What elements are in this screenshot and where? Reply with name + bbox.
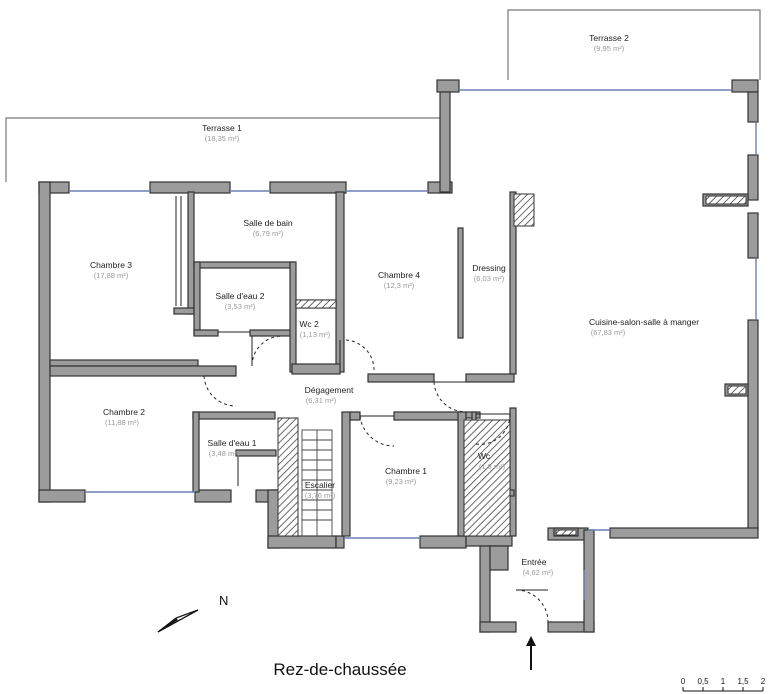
room-area-chambre-3: (17,88 m²) — [94, 271, 129, 280]
room-area-salle-d-eau-2: (3,53 m²) — [225, 302, 256, 311]
room-name-salle-de-bain: Salle de bain — [243, 218, 292, 228]
scale-bar: 0 0,5 1 1,5 2 — [681, 677, 766, 692]
room-area-cuisine-salon: (67,83 m²) — [591, 328, 626, 337]
room-name-salle-d-eau-2: Salle d'eau 2 — [216, 291, 265, 301]
room-labels: Terrasse 2 (9,95 m²) Terrasse 1 (18,35 m… — [90, 33, 699, 577]
room-name-salle-d-eau-1: Salle d'eau 1 — [208, 438, 257, 448]
room-name-entree: Entrée — [521, 557, 546, 567]
room-name-chambre-2: Chambre 2 — [103, 407, 145, 417]
scale-tick-1: 1 — [721, 677, 726, 686]
terrace-outlines — [5, 9, 761, 182]
room-name-chambre-1: Chambre 1 — [385, 466, 427, 476]
room-area-salle-de-bain: (6,79 m²) — [253, 229, 284, 238]
doors — [203, 335, 549, 623]
room-name-wc-2: Wc 2 — [299, 319, 319, 329]
room-area-chambre-2: (11,88 m²) — [105, 418, 140, 427]
scale-tick-1-5: 1,5 — [737, 677, 749, 686]
room-area-wc: (1,8 m²) — [479, 462, 506, 471]
scale-tick-0-5: 0,5 — [697, 677, 709, 686]
room-name-escalier: Escalier — [305, 480, 335, 490]
room-name-terrasse-1: Terrasse 1 — [202, 123, 242, 133]
scale-tick-2: 2 — [761, 677, 766, 686]
room-area-wc-2: (1,13 m²) — [300, 330, 331, 339]
room-area-chambre-1: (9,23 m²) — [386, 477, 417, 486]
room-name-dressing: Dressing — [472, 263, 506, 273]
room-name-chambre-4: Chambre 4 — [378, 270, 420, 280]
exterior-walls — [38, 79, 759, 633]
room-area-salle-d-eau-1: (3,48 m²) — [209, 449, 240, 458]
room-area-terrasse-1: (18,35 m²) — [205, 134, 240, 143]
windows — [69, 89, 757, 600]
room-name-chambre-3: Chambre 3 — [90, 260, 132, 270]
room-area-chambre-4: (12,3 m²) — [384, 281, 415, 290]
room-name-degagement: Dégagement — [305, 385, 354, 395]
room-area-degagement: (6,31 m²) — [306, 396, 337, 405]
hatched-areas — [277, 193, 747, 537]
north-arrow-icon — [157, 609, 199, 633]
room-name-cuisine-salon: Cuisine-salon-salle à manger — [589, 317, 699, 327]
room-name-terrasse-2: Terrasse 2 — [589, 33, 629, 43]
entrance-arrow-icon — [526, 636, 536, 670]
room-area-dressing: (6,03 m²) — [474, 274, 505, 283]
staircase — [301, 429, 333, 537]
room-area-entree: (4,62 m²) — [523, 568, 554, 577]
room-name-wc: Wc — [478, 451, 491, 461]
scale-tick-0: 0 — [681, 677, 686, 686]
north-label: N — [219, 593, 228, 608]
room-area-escalier: (3,76 m²) — [305, 491, 336, 500]
level-title: Rez-de-chaussée — [273, 660, 406, 679]
room-area-terrasse-2: (9,95 m²) — [594, 44, 625, 53]
interior-walls — [49, 191, 749, 537]
closet-lines — [175, 196, 250, 333]
